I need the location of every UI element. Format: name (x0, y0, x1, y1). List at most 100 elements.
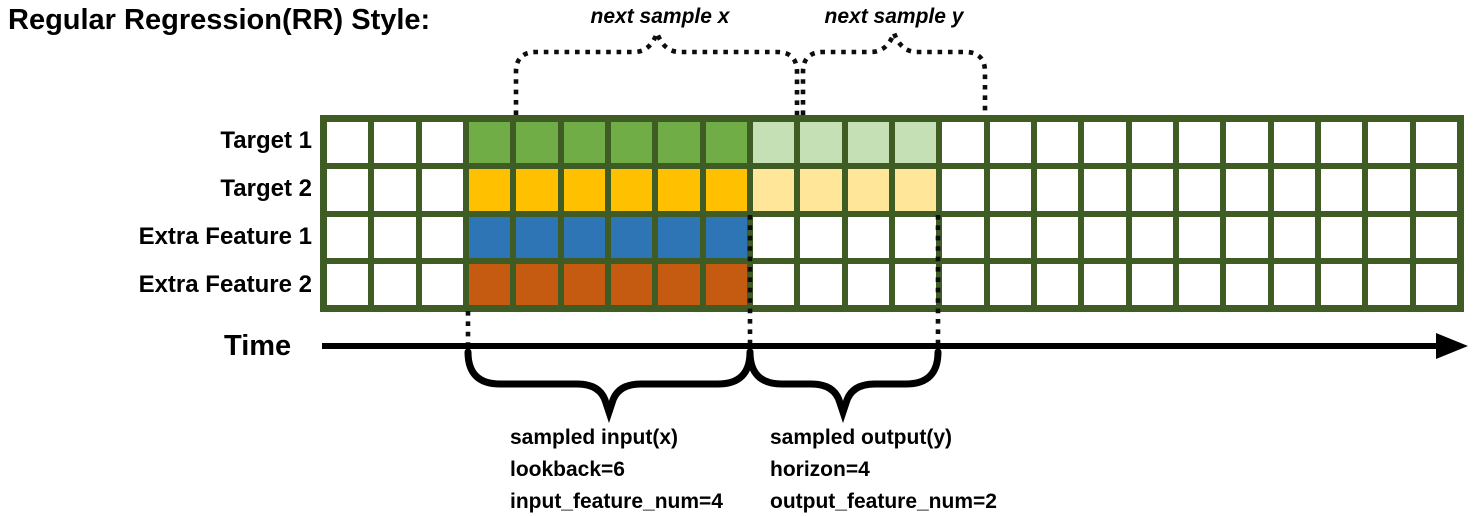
grid-cell (800, 122, 842, 164)
grid-cell (1084, 216, 1126, 258)
grid-cell (894, 216, 937, 258)
grid-cell (468, 169, 511, 211)
grid-cell (421, 122, 463, 164)
next-sample-x-brace (513, 26, 800, 115)
input-region-brace (464, 348, 754, 424)
row-label-extra-feature-2: Extra Feature 2 (138, 271, 312, 298)
grid-cell (1415, 216, 1457, 258)
time-arrowhead (1436, 333, 1468, 359)
grid-cell (1084, 169, 1126, 211)
grid-cell (1226, 263, 1268, 305)
grid-cell (1226, 216, 1268, 258)
grid-cell (1273, 263, 1315, 305)
page-title: Regular Regression(RR) Style: (8, 4, 431, 36)
grid-cell (421, 263, 463, 305)
grid-cell (610, 169, 653, 211)
grid-cell (610, 122, 653, 164)
grid-cell (1036, 216, 1079, 258)
grid-cell (658, 169, 700, 211)
grid-cell (327, 263, 369, 305)
grid-cell (942, 216, 984, 258)
grid-cell (1131, 216, 1173, 258)
grid-cell (989, 216, 1031, 258)
grid-cell (374, 263, 416, 305)
time-axis-label: Time (224, 330, 292, 362)
grid-cell (1178, 122, 1221, 164)
grid-cell (374, 122, 416, 164)
grid-cell (800, 216, 842, 258)
grid-cell (1178, 216, 1221, 258)
grid-cell (516, 169, 558, 211)
row-label-target-2: Target 2 (220, 175, 312, 202)
row-label-target-1: Target 1 (220, 127, 312, 154)
row-label-extra-feature-1: Extra Feature 1 (138, 223, 312, 250)
grid-cell (705, 216, 747, 258)
grid-cell (800, 169, 842, 211)
grid-cell (894, 263, 937, 305)
grid-cell (1320, 263, 1363, 305)
grid-cell (1226, 122, 1268, 164)
grid-cell (1368, 169, 1410, 211)
grid-cell (1320, 122, 1363, 164)
grid-cell (1415, 263, 1457, 305)
grid-cell (610, 216, 653, 258)
grid-cell (752, 263, 795, 305)
grid-cell (847, 216, 889, 258)
grid-cell (1368, 263, 1410, 305)
grid-cell (563, 263, 605, 305)
grid-cell (1415, 169, 1457, 211)
grid-cell (1131, 169, 1173, 211)
grid-cell (989, 169, 1031, 211)
grid-cell (658, 122, 700, 164)
grid-cell (516, 216, 558, 258)
sampled-input-line-1: sampled input(x) (510, 426, 679, 449)
grid-cell (1036, 263, 1079, 305)
grid-cell (1084, 122, 1126, 164)
grid-cell (1226, 169, 1268, 211)
grid-cell (1415, 122, 1457, 164)
grid-cell (563, 122, 605, 164)
sampled-output-line-1: sampled output(y) (770, 426, 952, 449)
grid-cell (327, 169, 369, 211)
grid-cell (1036, 122, 1079, 164)
grid-cell (752, 169, 795, 211)
grid-cell (800, 263, 842, 305)
grid-cell (421, 169, 463, 211)
grid-cell (1036, 169, 1079, 211)
grid-cell (847, 263, 889, 305)
input-feature-num-line: input_feature_num=4 (510, 490, 723, 513)
next-sample-x-label: next sample x (590, 5, 730, 28)
grid-cell (989, 122, 1031, 164)
grid-cell (847, 122, 889, 164)
grid-cell (1131, 263, 1173, 305)
grid-cell (658, 263, 700, 305)
grid-cell (752, 122, 795, 164)
grid-cell (374, 216, 416, 258)
grid-cell (942, 263, 984, 305)
data-grid (320, 115, 1464, 312)
grid-cell (563, 216, 605, 258)
grid-cell (658, 216, 700, 258)
grid-cell (1084, 263, 1126, 305)
grid-cell (563, 169, 605, 211)
grid-cell (468, 216, 511, 258)
output-region-brace (746, 348, 942, 424)
grid-cell (1273, 216, 1315, 258)
grid-cell (421, 216, 463, 258)
grid-cell (989, 263, 1031, 305)
grid-cell (1178, 263, 1221, 305)
grid-cell (894, 122, 937, 164)
grid-cell (942, 122, 984, 164)
grid-cell (705, 122, 747, 164)
lookback-line: lookback=6 (510, 458, 625, 481)
grid-cell (1273, 169, 1315, 211)
grid-cell (468, 263, 511, 305)
grid-cell (1368, 122, 1410, 164)
grid-cell (942, 169, 984, 211)
grid-cell (1131, 122, 1173, 164)
grid-cell (847, 169, 889, 211)
sampled-input-annotation: sampled input(x) lookback=6 input_featur… (510, 422, 723, 516)
grid-cell (327, 122, 369, 164)
sampled-output-annotation: sampled output(y) horizon=4 output_featu… (770, 422, 997, 516)
